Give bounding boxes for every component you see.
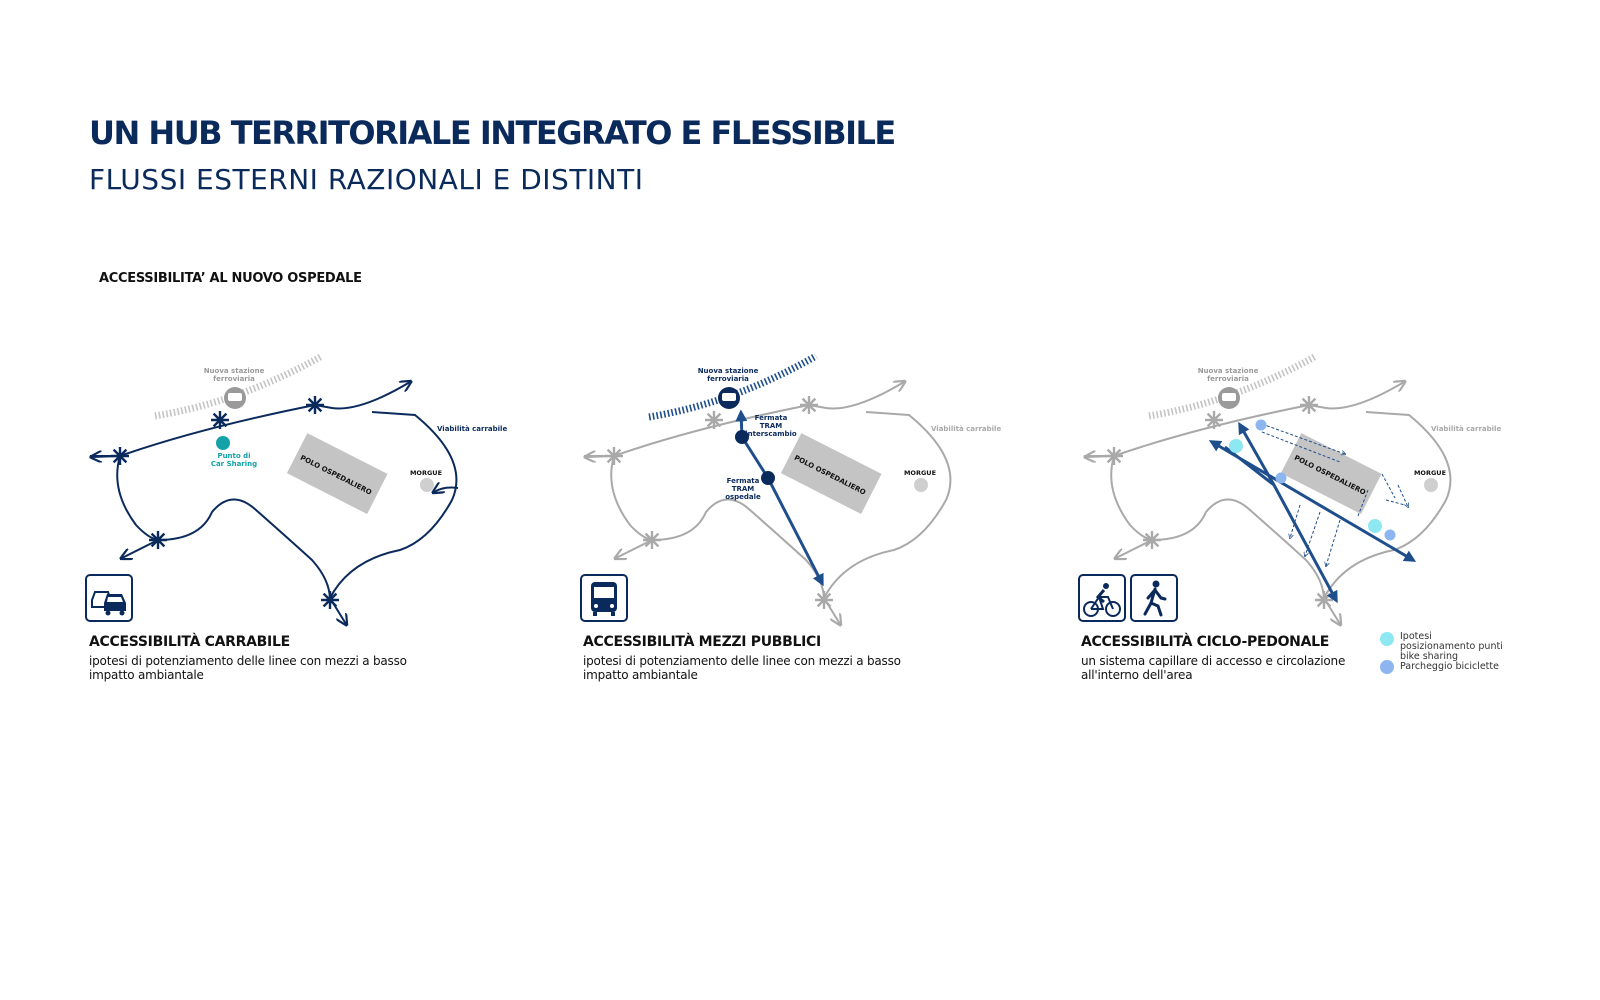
panel-desc-ciclo-pedonale: un sistema capillare di accesso e circol… [1081,654,1346,682]
polo-ospedaliero-block [780,433,882,515]
morgue-point [1424,478,1438,492]
tram-line [735,409,824,587]
viabilita-label: Viabilità carrabile [437,425,507,433]
legend-bike-parking: Parcheggio biciclette [1380,660,1510,674]
morgue-point [914,478,928,492]
morgue-label: MORGUE [1414,469,1446,477]
morgue-label: MORGUE [410,469,442,477]
bike-sharing-points [1229,439,1382,533]
panel-desc-carrabile: ipotesi di potenziamento delle linee con… [89,654,407,682]
viabilita-label: Viabilità carrabile [931,425,1001,433]
main-cycle-routes [1208,421,1417,604]
legend-bike-parking-label: Parcheggio biciclette [1400,661,1499,672]
panel-title-mezzi-pubblici: ACCESSIBILITÀ MEZZI PUBBLICI [583,634,821,650]
pedestrian-icon [1130,574,1178,622]
legend-bike-sharing-label: Ipotesi posizionamento punti bike sharin… [1400,631,1503,662]
car-sharing-point [216,436,230,450]
bike-parking-points [1255,419,1396,541]
railway-line [154,352,324,420]
section-title: ACCESSIBILITA’ AL NUOVO OSPEDALE [99,271,362,286]
bus-icon [580,574,628,622]
panel-desc-mezzi-pubblici: ipotesi di potenziamento delle linee con… [583,654,901,682]
railway-line [1148,352,1318,420]
morgue-label: MORGUE [904,469,936,477]
junction-icons [111,396,339,609]
page-subtitle: FLUSSI ESTERNI RAZIONALI E DISTINTI [89,163,644,196]
polo-ospedaliero-block [286,433,388,515]
cars-icon [85,574,133,622]
tram-stop-ospedale [761,471,775,485]
page-title: UN HUB TERRITORIALE INTEGRATO E FLESSIBI… [89,114,896,152]
panel-ciclo-pedonale: POLO OSPEDALIERO [1078,352,1501,624]
legend-bike-parking-swatch [1380,660,1394,674]
road-network [90,382,459,624]
railway-line [648,352,818,421]
junction-icons [1105,396,1333,609]
tram-stop-interscambio [735,430,749,444]
panel-title-ciclo-pedonale: ACCESSIBILITÀ CICLO-PEDONALE [1081,634,1330,650]
legend-bike-sharing-swatch [1380,632,1394,646]
viabilita-label: Viabilità carrabile [1431,425,1501,433]
morgue-point [420,478,434,492]
panel-title-carrabile: ACCESSIBILITÀ CARRABILE [89,634,290,650]
legend-bike-sharing: Ipotesi posizionamento punti bike sharin… [1380,632,1510,662]
junction-icons [605,396,833,609]
bicycle-icon [1078,574,1126,622]
